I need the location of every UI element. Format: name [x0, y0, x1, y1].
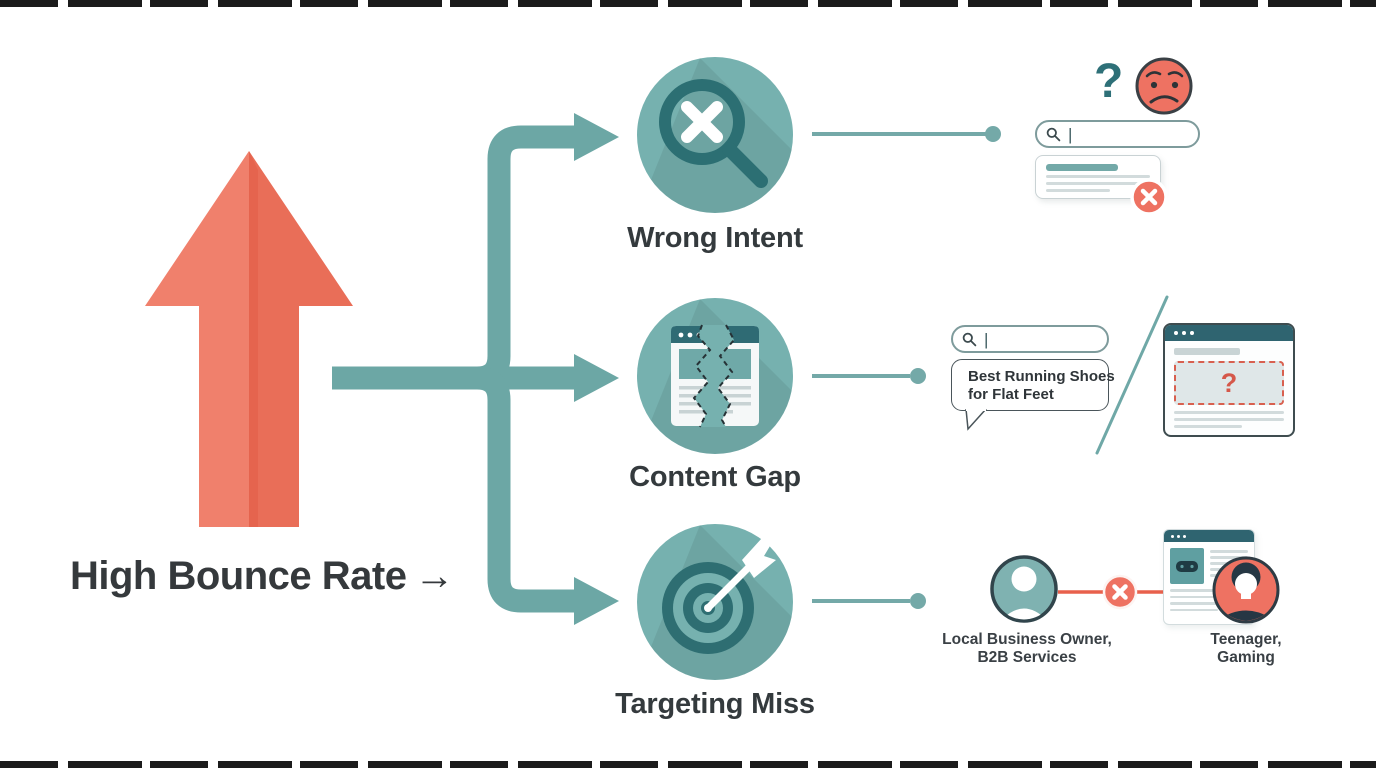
search-bar: | [951, 325, 1109, 353]
window-dot [1183, 534, 1186, 538]
window-dot [1182, 331, 1186, 335]
arrowhead-bottom [574, 577, 619, 625]
mismatch-x-badge [1102, 574, 1138, 610]
text-line [1174, 411, 1284, 414]
branch-label-wrong-intent: Wrong Intent [627, 222, 803, 254]
missing-content-question-mark: ? [1220, 367, 1238, 398]
window-dot [1190, 331, 1194, 335]
result-line [1046, 175, 1150, 178]
target-audience-label: Local Business Owner, B2B Services [942, 631, 1112, 666]
page-heading-placeholder [1174, 348, 1240, 355]
magnifier-x-icon [637, 57, 793, 213]
empty-search-bar: | [1035, 120, 1200, 148]
text-cursor: | [984, 329, 989, 349]
branch-label-targeting-miss: Targeting Miss [615, 688, 815, 720]
search-query-text: Best Running Shoes for Flat Feet [968, 368, 1115, 403]
arrowhead-top [574, 113, 619, 161]
result-title-bar [1046, 164, 1118, 171]
branch-connector [332, 113, 619, 625]
text-lines [1170, 589, 1248, 611]
missing-content-box: ? [1174, 361, 1284, 405]
tear-gap [694, 325, 734, 427]
text-cursor: | [1068, 124, 1073, 144]
actual-visitor-label: Teenager, Gaming [1210, 631, 1282, 666]
worried-face-icon [1135, 57, 1193, 115]
target-dart-icon [637, 524, 793, 680]
film-edge-top [0, 0, 1376, 7]
confusion-question-mark: ? [1094, 55, 1124, 108]
gamepad-icon [1176, 561, 1198, 572]
text-line [1174, 418, 1284, 421]
torn-page-icon [637, 298, 793, 454]
gamepad-image-box [1170, 548, 1204, 584]
window-dot [1174, 331, 1178, 335]
window-dot [1177, 534, 1180, 538]
source-label: High Bounce Rate→ [70, 554, 470, 599]
browser-title-bar [1164, 530, 1254, 542]
search-icon [1046, 127, 1061, 141]
query-speech-bubble: Best Running Shoes for Flat Feet [951, 359, 1115, 411]
right-arrow-glyph: → [414, 554, 454, 598]
arrowhead-middle [574, 354, 619, 402]
speech-bubble-tail [965, 409, 988, 431]
search-result-card [1035, 155, 1161, 199]
business-owner-avatar [990, 555, 1058, 623]
growth-arrow-icon [145, 151, 353, 527]
result-line [1046, 189, 1111, 192]
gaming-site-browser [1163, 529, 1255, 625]
text-line [1174, 425, 1243, 428]
window-dot [1171, 534, 1174, 538]
missing-content-browser: ? [1163, 323, 1295, 437]
source-label-text: High Bounce Rate [70, 554, 407, 598]
text-lines [1210, 548, 1248, 584]
browser-title-bar [1165, 325, 1293, 341]
branch-label-content-gap: Content Gap [629, 461, 801, 493]
result-line [1046, 182, 1150, 185]
search-icon [962, 332, 977, 346]
film-edge-bottom [0, 761, 1376, 768]
